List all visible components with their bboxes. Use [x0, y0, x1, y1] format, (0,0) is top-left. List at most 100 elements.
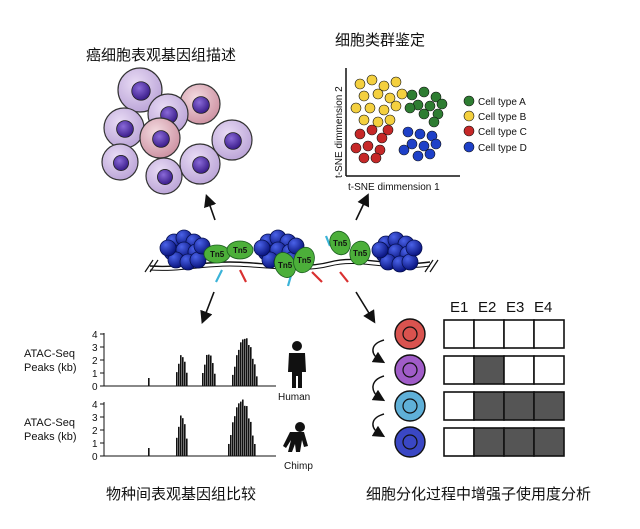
- tsne-point: [430, 138, 442, 150]
- peak-bar: [238, 349, 240, 386]
- species-label-human: Human: [278, 392, 310, 403]
- tsne-point: [412, 150, 424, 162]
- peak-bar: [176, 437, 178, 456]
- tn5-blob: [329, 230, 351, 256]
- differentiation-nucleus: [402, 326, 418, 342]
- peak-bar: [240, 342, 242, 386]
- peak-bar: [228, 443, 230, 456]
- tsne-point: [372, 88, 384, 100]
- differentiation-arrows: [371, 339, 386, 438]
- tn5-label: Tn5: [297, 256, 312, 265]
- atac-ylabel-line1: ATAC-Seq: [24, 348, 75, 360]
- tsne-point: [418, 86, 430, 98]
- tsne-point: [406, 138, 418, 150]
- peak-bar: [242, 399, 244, 456]
- differentiation-nucleus: [402, 362, 418, 378]
- y-tick-label: 4: [92, 330, 98, 341]
- tn5-label: Tn5: [210, 250, 225, 259]
- peak-bar: [204, 364, 206, 386]
- tsne-point: [358, 114, 370, 126]
- cell-nucleus: [192, 96, 210, 114]
- enhancer-header-e2: E2: [478, 299, 496, 316]
- human-peaks: [148, 338, 258, 386]
- dna-fragment: [324, 235, 332, 247]
- arrow-to-enhancer: [355, 291, 376, 324]
- atac-ylabel-line2: Peaks (kb): [24, 362, 77, 374]
- tsne-point: [418, 108, 430, 120]
- peak-bar: [178, 426, 180, 456]
- histone-octamer: [401, 253, 419, 271]
- tn5-label: Tn5: [278, 261, 293, 270]
- arrow-to-atac: [200, 291, 215, 324]
- dna-break-left-2: [149, 259, 159, 273]
- peak-bar: [212, 363, 214, 386]
- peak-bar: [254, 443, 256, 456]
- tsne-point: [358, 90, 370, 102]
- tn5-middle: Tn5 Tn5: [274, 246, 315, 278]
- peak-bar: [244, 405, 246, 456]
- enhancer-cell-used: [503, 391, 535, 421]
- peak-bar: [214, 373, 216, 386]
- tsne-point: [390, 76, 402, 88]
- peak-bar: [148, 448, 150, 456]
- histone-octamer: [189, 251, 207, 269]
- cancer-cell-cluster: [101, 67, 253, 195]
- enhancer-cell-used: [473, 391, 505, 421]
- diff-arrow-1: [371, 339, 386, 364]
- peak-bar: [184, 361, 186, 386]
- enhancer-cell-unused: [443, 391, 475, 421]
- histone-octamer: [253, 239, 271, 257]
- tsne-point: [370, 152, 382, 164]
- peak-bar: [230, 435, 232, 456]
- legend-label-c: Cell type C: [478, 127, 527, 138]
- cell-nucleus: [131, 81, 151, 101]
- caption-enhancer-usage-differentiation: 细胞分化过程中增强子使用度分析: [366, 485, 591, 503]
- differentiation-nucleus: [402, 398, 418, 414]
- y-tick-label: 1: [92, 439, 98, 450]
- tsne-point: [382, 124, 394, 136]
- caption-cross-species-comparison: 物种间表观基因组比较: [106, 485, 256, 503]
- diff-arrow-2: [371, 375, 386, 402]
- y-tick-label: 2: [92, 356, 98, 367]
- chimp-body: [283, 432, 308, 452]
- tn5-blob: [293, 246, 315, 274]
- tn5-label: Tn5: [353, 249, 368, 258]
- peak-bar: [240, 401, 242, 456]
- tn5-right: Tn5 Tn5: [329, 230, 371, 266]
- tn5-blob: [349, 240, 371, 266]
- peak-bar: [180, 355, 182, 386]
- peak-bar: [238, 403, 240, 456]
- y-tick-label: 2: [92, 426, 98, 437]
- enhancer-cell-used: [473, 355, 505, 385]
- y-tick-label: 0: [92, 382, 98, 393]
- human-icon: [288, 341, 306, 388]
- peak-bar: [254, 364, 256, 386]
- dna-break-left: [144, 259, 154, 273]
- cell-nucleus: [152, 130, 170, 148]
- dna-fragment: [339, 271, 349, 283]
- peak-bar: [236, 407, 238, 456]
- peak-bar: [182, 418, 184, 456]
- tsne-point: [398, 144, 410, 156]
- histone-octamer: [159, 239, 177, 257]
- tsne-point: [414, 128, 426, 140]
- peak-bar: [232, 422, 234, 456]
- peak-bar: [236, 355, 238, 386]
- tsne-point: [362, 140, 374, 152]
- peak-bar: [180, 415, 182, 456]
- peak-bar: [182, 357, 184, 386]
- peak-bar: [232, 374, 234, 386]
- tsne-point: [396, 88, 408, 100]
- histone-octamer: [371, 241, 389, 259]
- tsne-ylabel: t-SNE dimmension 2: [334, 86, 345, 178]
- peak-bar: [252, 358, 254, 386]
- peak-bar: [256, 376, 258, 386]
- cell-nucleus: [116, 120, 134, 138]
- tsne-point: [406, 89, 418, 101]
- chimp-icon: [283, 422, 308, 452]
